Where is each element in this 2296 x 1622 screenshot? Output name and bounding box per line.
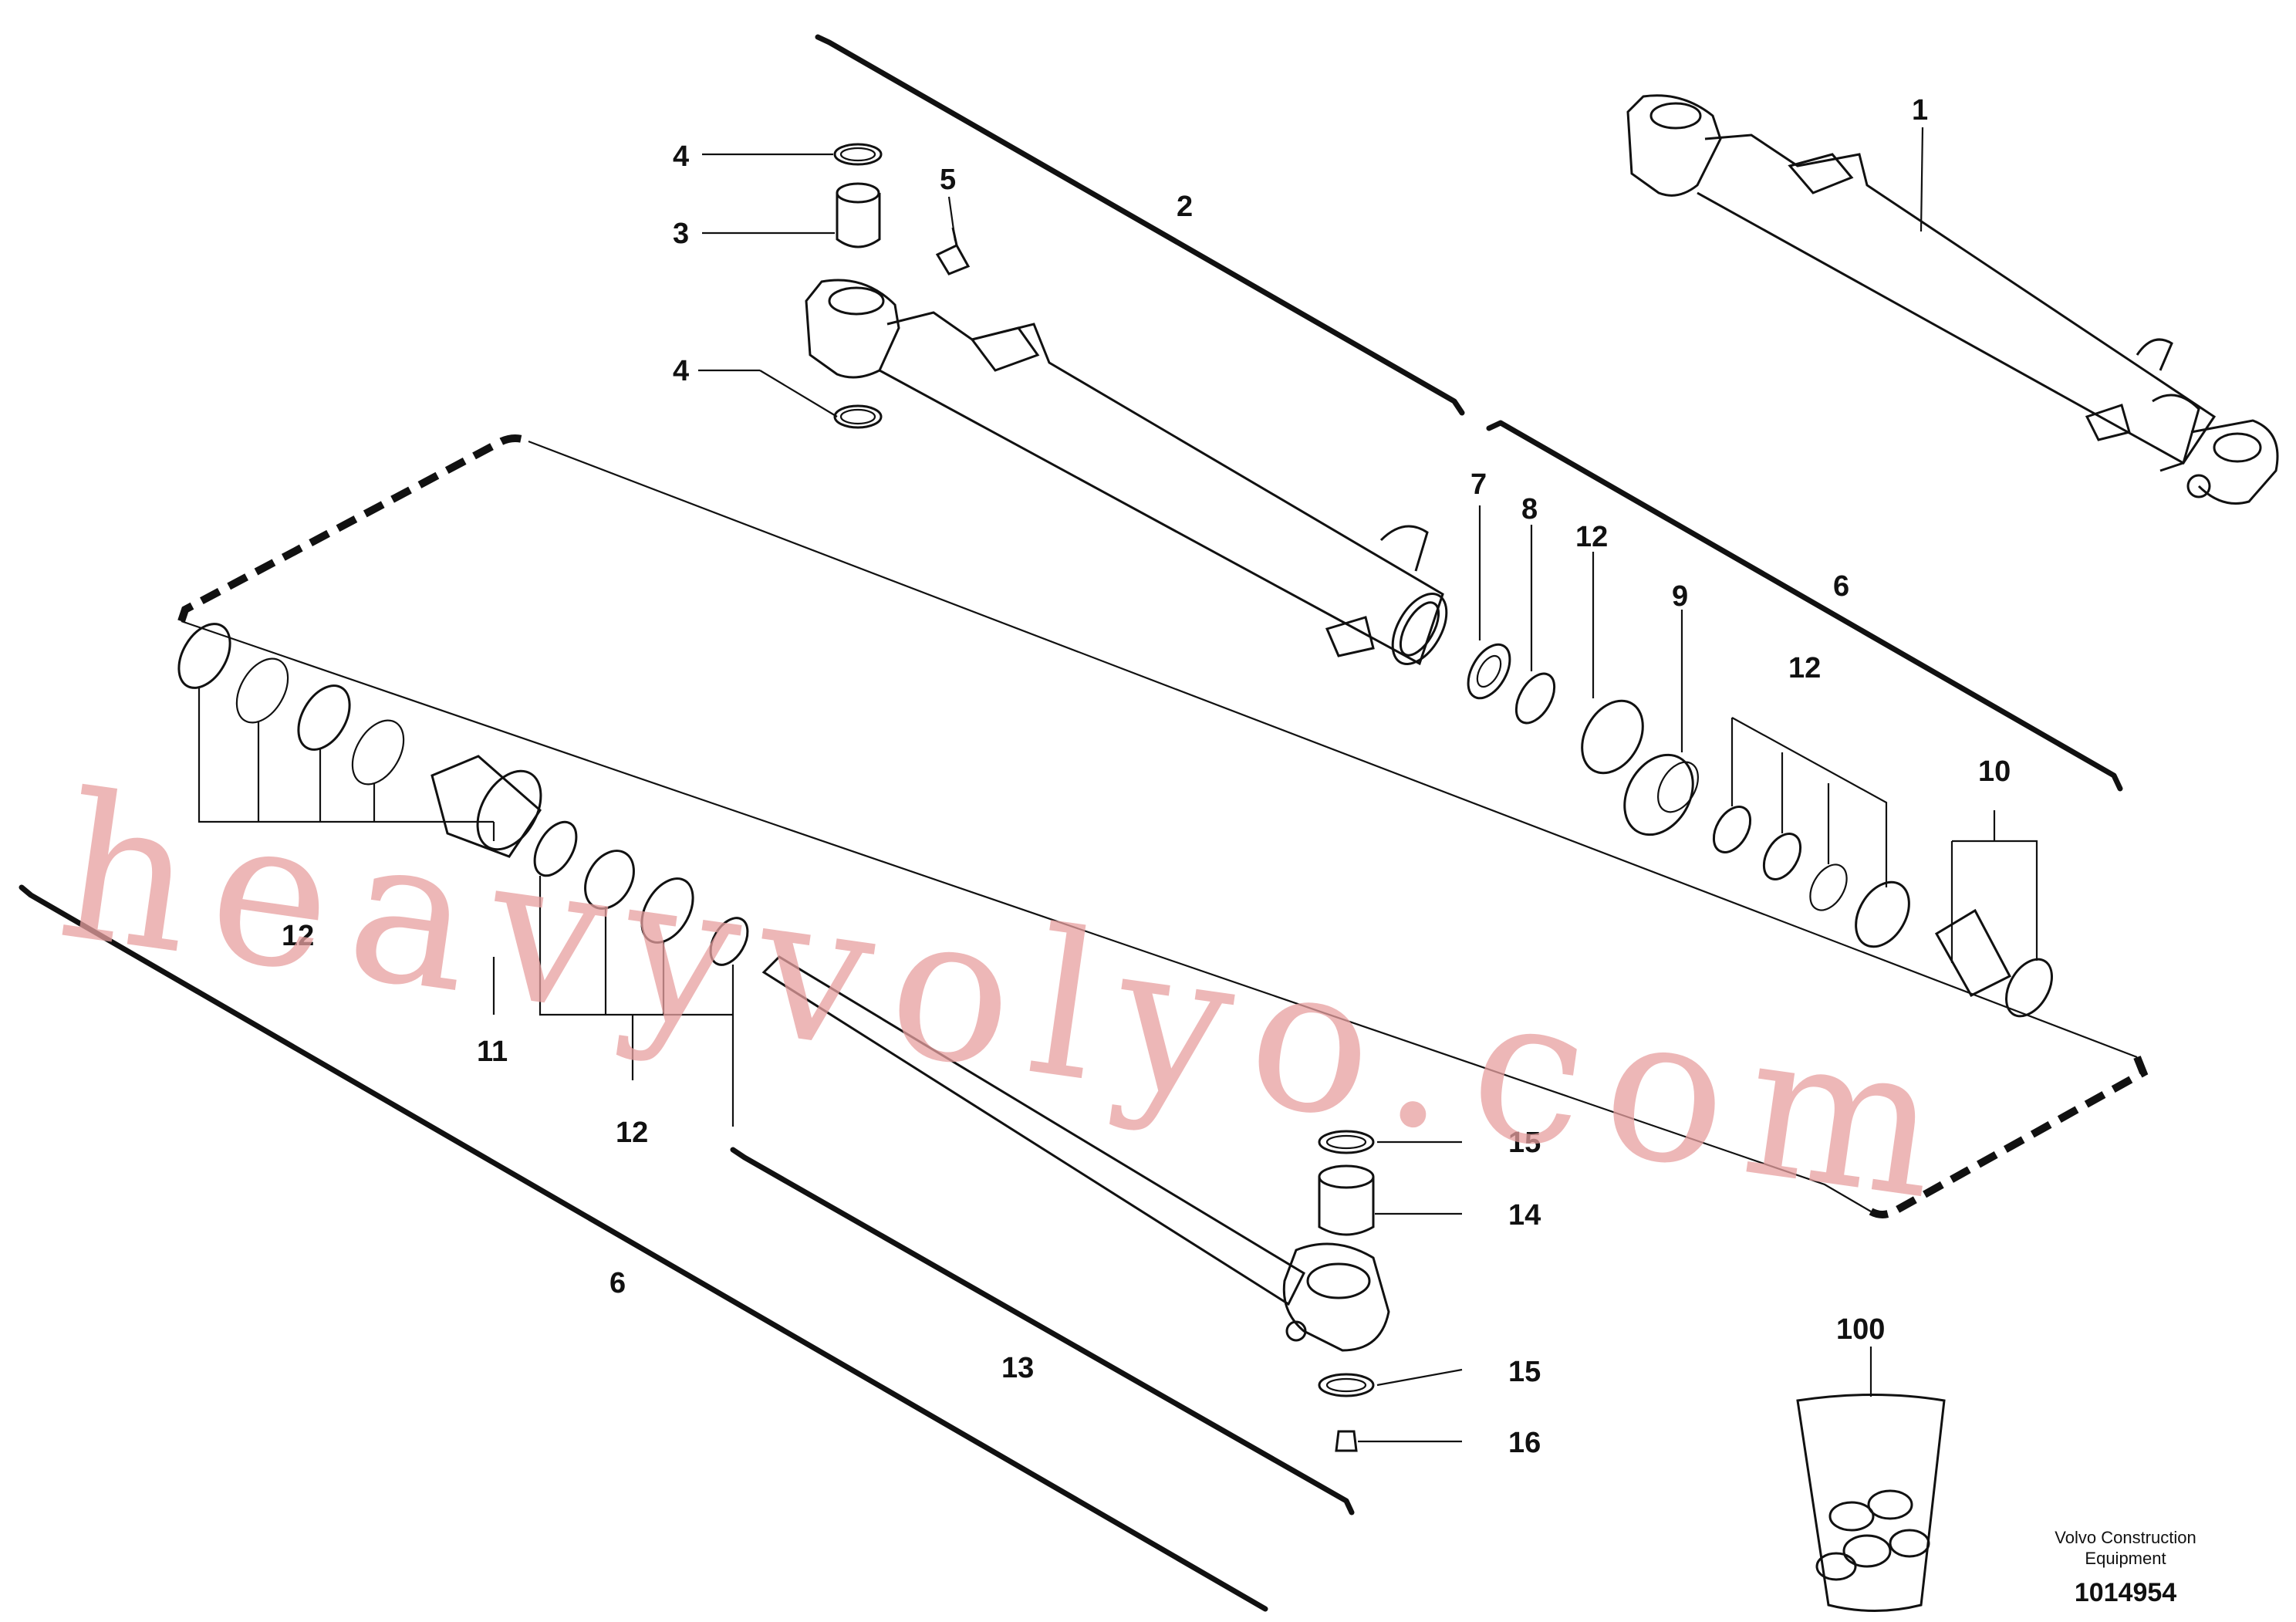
cylinder-assembled bbox=[1626, 94, 2279, 505]
callout-2: 2 bbox=[1177, 191, 1193, 223]
credit-line-1: Volvo Construction bbox=[2055, 1528, 2196, 1547]
small-parts-top bbox=[833, 143, 971, 429]
callout-13: 13 bbox=[1001, 1352, 1034, 1384]
parts-row-right bbox=[1467, 643, 2053, 1018]
piston-rod bbox=[761, 955, 1390, 1352]
callout-11: 11 bbox=[477, 1036, 508, 1068]
callout-10: 10 bbox=[1978, 755, 2011, 788]
callout-4-upper: 4 bbox=[673, 140, 689, 173]
callout-labels: 1 2 3 4 4 5 6 6 7 8 9 10 11 12 12 12 12 … bbox=[282, 94, 2011, 1459]
seal-kit-bag bbox=[1796, 1394, 1946, 1612]
callout-5: 5 bbox=[940, 164, 956, 196]
callout-15-lower: 15 bbox=[1508, 1356, 1541, 1388]
callout-16: 16 bbox=[1508, 1427, 1541, 1459]
drawing-number: 1014954 bbox=[2075, 1578, 2176, 1607]
callout-100: 100 bbox=[1836, 1313, 1885, 1346]
callout-4-lower: 4 bbox=[673, 355, 689, 387]
assembly-outline bbox=[177, 434, 2149, 1218]
parts-row-left bbox=[177, 623, 749, 966]
callout-14: 14 bbox=[1508, 1199, 1541, 1232]
callout-7: 7 bbox=[1470, 468, 1487, 501]
callout-12-d: 12 bbox=[616, 1117, 648, 1149]
credit-line-2: Equipment bbox=[2085, 1549, 2166, 1568]
callout-8: 8 bbox=[1521, 493, 1538, 525]
group-brackets bbox=[19, 34, 2123, 1612]
rod-end-parts bbox=[1318, 1130, 1375, 1452]
callout-9: 9 bbox=[1672, 580, 1688, 613]
leader-lines bbox=[198, 127, 2038, 1443]
callout-1: 1 bbox=[1912, 94, 1928, 127]
callout-3: 3 bbox=[673, 218, 689, 250]
callout-15-upper: 15 bbox=[1508, 1127, 1541, 1159]
callout-12-c: 12 bbox=[282, 920, 314, 952]
callout-12-a: 12 bbox=[1575, 521, 1608, 553]
callout-12-b: 12 bbox=[1788, 652, 1821, 684]
watermark-text: heavyvolyo.com bbox=[47, 750, 1974, 1247]
callout-6-left: 6 bbox=[609, 1267, 626, 1299]
cylinder-barrel bbox=[805, 279, 1448, 666]
callout-6-right: 6 bbox=[1833, 570, 1849, 603]
